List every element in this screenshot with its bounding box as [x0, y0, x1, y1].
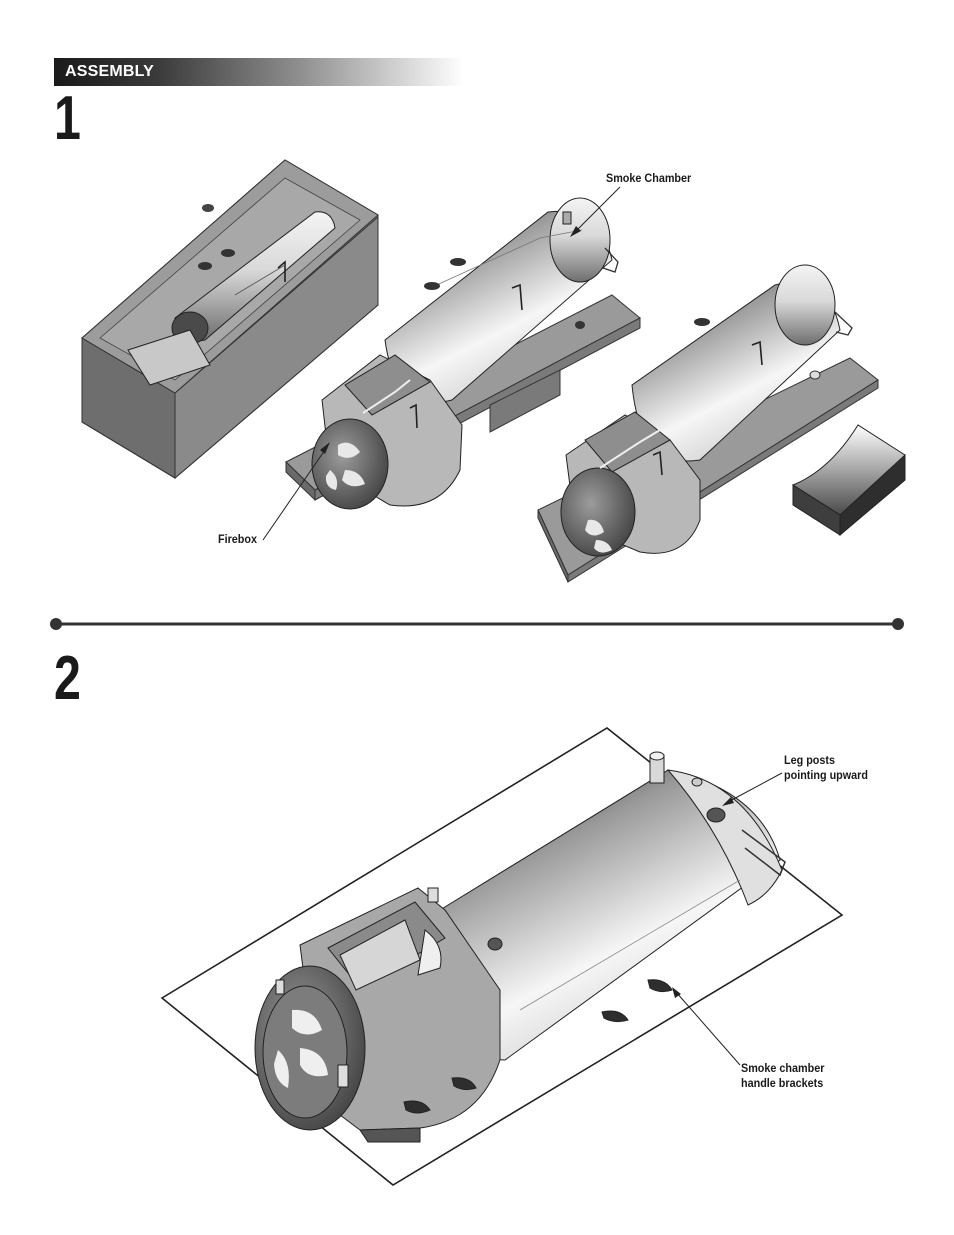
step-1-figure: [81, 159, 906, 583]
handle-brackets-leader: [675, 991, 741, 1066]
smoke-chamber-label: Smoke Chamber: [606, 171, 692, 185]
smoke-chamber-leader: [573, 186, 621, 234]
step-1-number: 1: [54, 84, 81, 153]
shipping-box: [81, 159, 379, 480]
leg-posts-leader: [727, 772, 783, 803]
step-2-figure: [160, 727, 844, 1186]
firebox-label: Firebox: [218, 532, 258, 546]
packing-cradle: [791, 424, 906, 537]
section-title: ASSEMBLY: [65, 63, 155, 80]
handle-brackets-label-line-1: Smoke chamber: [741, 1061, 825, 1075]
step-divider: [50, 618, 904, 630]
section-header: ASSEMBLY: [54, 58, 464, 86]
grill-on-base-center: [285, 197, 641, 510]
handle-brackets-label-line-2: handle brackets: [741, 1076, 824, 1090]
grill-on-base-right: [537, 264, 879, 583]
leg-posts-label-line-1: Leg posts: [784, 753, 836, 767]
handle-brackets-label: Smoke chamber handle brackets: [741, 1061, 824, 1091]
step-2-number: 2: [54, 644, 81, 713]
firebox-leader: [262, 446, 328, 541]
leg-posts-label-line-2: pointing upward: [784, 768, 868, 782]
leg-posts-label: Leg posts pointing upward: [784, 753, 868, 783]
